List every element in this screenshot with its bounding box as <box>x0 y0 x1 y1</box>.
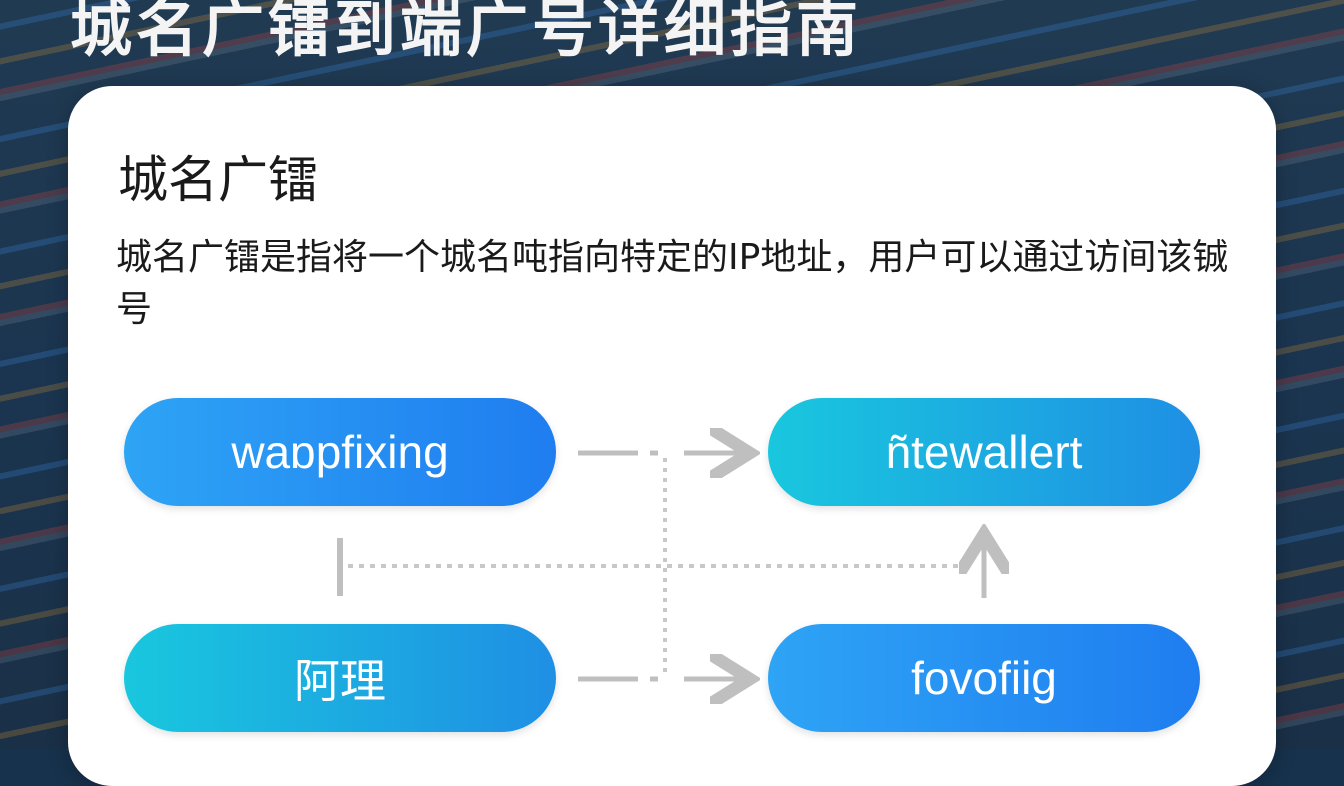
content-card: 城名广镭 城名广镭是指将一个城名吨指向特定的IP地址，用户可以通过访间该铖号 w… <box>68 86 1276 786</box>
node-c: 阿理 <box>124 624 556 732</box>
card-description: 城名广镭是指将一个城名吨指向特定的IP地址，用户可以通过访间该铖号 <box>116 237 1229 330</box>
node-d: fovofiig <box>768 624 1200 732</box>
banner-title: 城名广镭到端广号详细指南 <box>70 0 863 65</box>
node-b: ñtewallert <box>768 398 1200 506</box>
diagram-connectors <box>337 86 1276 786</box>
card-title: 城名广镭 <box>118 151 318 209</box>
node-a: waɒpfixing <box>124 398 556 506</box>
